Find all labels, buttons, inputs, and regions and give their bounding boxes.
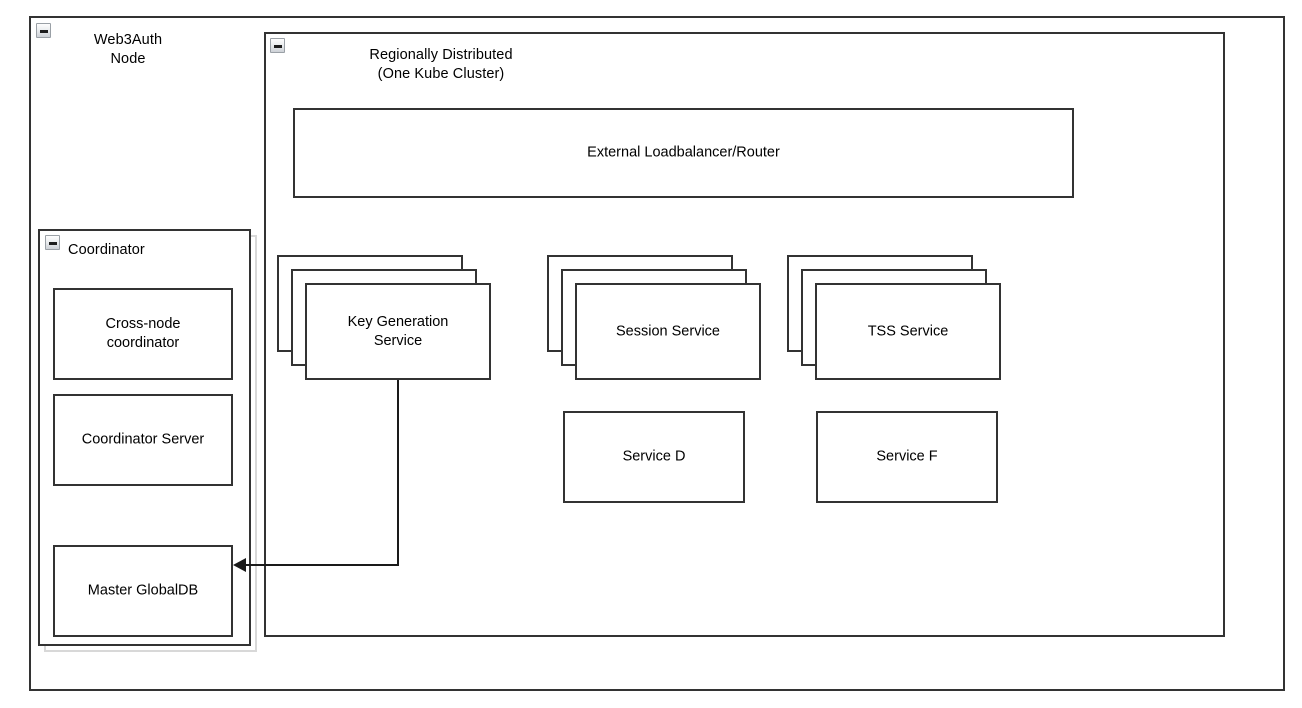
connector-kgs-to-globaldb-arrowhead [233,558,246,572]
node-label-cross-node-coordinator: Cross-node coordinator [105,316,181,351]
container-label-coordinator: Coordinator [68,242,145,258]
connector-kgs-to-globaldb-vertical [397,380,399,566]
container-label-regionally-distributed: Regionally Distributed (One Kube Cluster… [369,47,513,82]
node-label-external-loadbalancer-router: External Loadbalancer/Router [587,144,780,161]
node-tss-service[interactable]: TSS Service [815,283,1001,380]
node-key-generation-service[interactable]: Key Generation Service [305,283,491,380]
node-label-service-f: Service F [876,448,938,465]
collapse-minus-icon-coordinator[interactable] [45,235,60,250]
node-label-session-service: Session Service [616,323,720,339]
node-coordinator-server[interactable]: Coordinator Server [53,394,233,486]
stack-tss-service: TSS Service [787,255,1001,380]
connector-kgs-to-globaldb-horizontal [246,564,399,566]
node-cross-node-coordinator[interactable]: Cross-node coordinator [53,288,233,380]
collapse-minus-icon-regionally-distributed[interactable] [270,38,285,53]
node-label-coordinator-server: Coordinator Server [81,431,205,448]
collapse-minus-icon-web3auth-node[interactable] [36,23,51,38]
node-external-loadbalancer-router[interactable]: External Loadbalancer/Router [293,108,1074,198]
stack-key-generation-service: Key Generation Service [277,255,491,380]
node-label-tss-service: TSS Service [867,323,949,339]
node-label-key-generation-service: Key Generation Service [347,313,449,349]
stack-session-service: Session Service [547,255,761,380]
node-label-master-globaldb: Master GlobalDB [87,582,199,599]
node-service-f[interactable]: Service F [816,411,998,503]
node-label-service-d: Service D [622,448,686,465]
node-service-d[interactable]: Service D [563,411,745,503]
container-label-web3auth-node: Web3Auth Node [93,32,163,67]
node-master-globaldb[interactable]: Master GlobalDB [53,545,233,637]
node-session-service[interactable]: Session Service [575,283,761,380]
